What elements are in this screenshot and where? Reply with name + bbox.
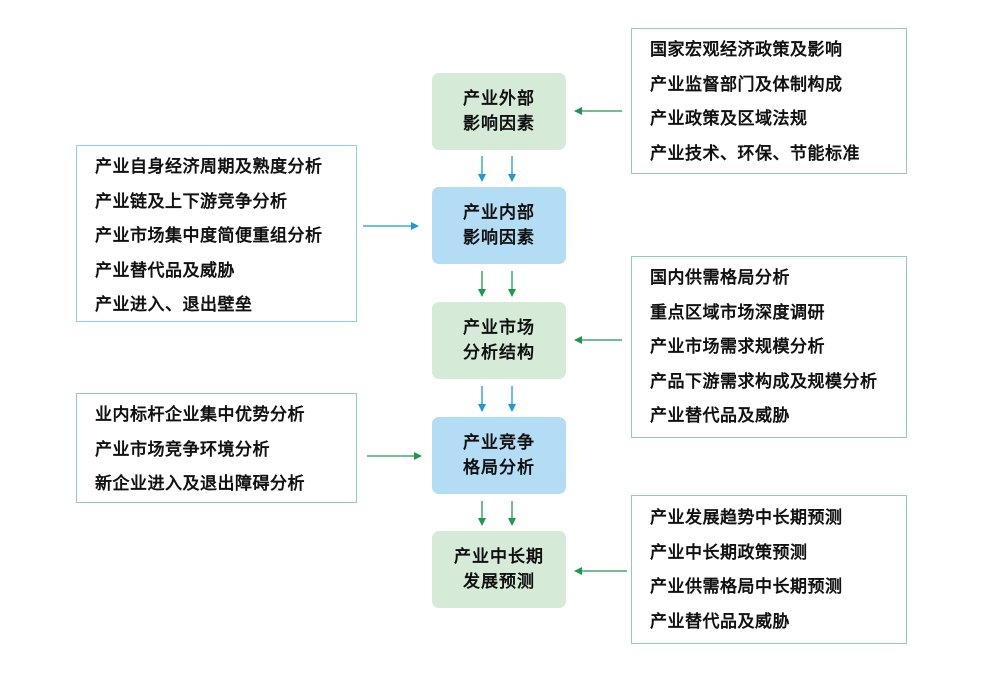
list-item: 产业市场集中度简便重组分析: [95, 226, 323, 246]
list-item: 产业技术、环保、节能标准: [650, 143, 860, 164]
step-label-line1: 产业外部: [463, 88, 535, 109]
list-item: 业内标杆企业集中优势分析: [95, 405, 305, 425]
market-structure-detail-box: 国内供需格局分析 重点区域市场深度调研 产业市场需求规模分析 产品下游需求构成及…: [631, 256, 907, 438]
list-item: 产品下游需求构成及规模分析: [650, 371, 878, 392]
step-external-factors: 产业外部 影响因素: [432, 73, 566, 150]
list-item: 产业市场需求规模分析: [650, 337, 825, 357]
step-label-line2: 影响因素: [463, 227, 535, 248]
list-item: 产业监督部门及体制构成: [650, 74, 843, 95]
list-item: 产业替代品及威胁: [650, 406, 790, 426]
list-item: 产业自身经济周期及熟度分析: [95, 157, 323, 177]
step-label-line1: 产业中长期: [454, 546, 544, 567]
step-long-term-forecast: 产业中长期 发展预测: [432, 531, 566, 608]
step-market-structure: 产业市场 分析结构: [432, 302, 566, 379]
list-item: 产业替代品及威胁: [650, 611, 790, 632]
internal-factors-detail-box: 产业自身经济周期及熟度分析 产业链及上下游竞争分析 产业市场集中度简便重组分析 …: [76, 145, 357, 322]
list-item: 产业中长期政策预测: [650, 542, 808, 563]
step-label-line1: 产业竞争: [463, 432, 535, 453]
step-label-line2: 发展预测: [463, 571, 535, 592]
step-label-line2: 格局分析: [463, 457, 535, 478]
down-arrows-3-4: [478, 386, 516, 412]
step-label-line1: 产业内部: [463, 202, 535, 223]
external-factors-detail-box: 国家宏观经济政策及影响 产业监督部门及体制构成 产业政策及区域法规 产业技术、环…: [631, 28, 907, 174]
list-item: 国内供需格局分析: [650, 268, 790, 288]
down-arrows-2-3: [478, 271, 516, 297]
list-item: 产业进入、退出壁垒: [95, 295, 253, 315]
list-item: 新企业进入及退出障碍分析: [95, 474, 305, 494]
list-item: 产业政策及区域法规: [650, 109, 808, 129]
step-label-line1: 产业市场: [463, 317, 535, 338]
list-item: 产业链及上下游竞争分析: [95, 191, 288, 212]
step-competition-landscape: 产业竞争 格局分析: [432, 417, 566, 494]
step-internal-factors: 产业内部 影响因素: [432, 187, 566, 264]
forecast-detail-box: 产业发展趋势中长期预测 产业中长期政策预测 产业供需格局中长期预测 产业替代品及…: [631, 495, 907, 644]
list-item: 重点区域市场深度调研: [650, 302, 825, 323]
competition-detail-box: 业内标杆企业集中优势分析 产业市场竞争环境分析 新企业进入及退出障碍分析: [76, 393, 357, 503]
step-label-line2: 分析结构: [463, 342, 535, 363]
list-item: 产业市场竞争环境分析: [95, 439, 270, 460]
list-item: 产业发展趋势中长期预测: [650, 508, 843, 528]
down-arrows-1-2: [478, 156, 516, 182]
list-item: 产业替代品及威胁: [95, 260, 235, 281]
list-item: 国家宏观经济政策及影响: [650, 40, 843, 60]
down-arrows-4-5: [478, 501, 516, 526]
step-label-line2: 影响因素: [463, 113, 535, 134]
list-item: 产业供需格局中长期预测: [650, 577, 843, 597]
